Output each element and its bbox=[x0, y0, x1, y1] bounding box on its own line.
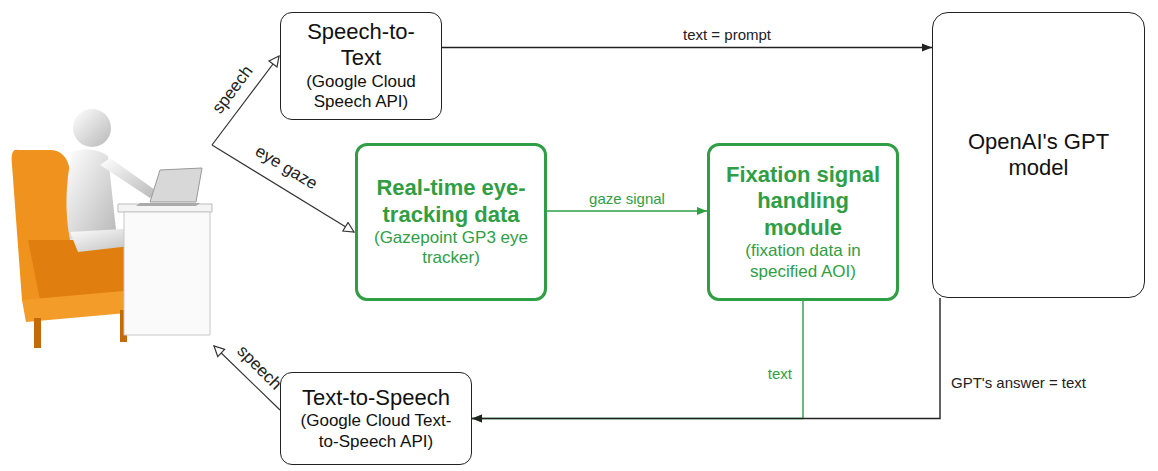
flow-arrow bbox=[547, 210, 707, 211]
node-subtitle: (fixation data in specified AOI) bbox=[720, 241, 886, 282]
edge-label: text bbox=[765, 365, 795, 383]
edge-label: gaze signal bbox=[586, 190, 668, 208]
node-title: Speech-to-Text bbox=[291, 19, 431, 72]
node-title: Real-time eye-tracking data bbox=[368, 175, 534, 228]
node-title: Fixation signal handling module bbox=[720, 162, 886, 241]
process-box: Real-time eye-tracking data(Gazepoint GP… bbox=[355, 143, 547, 301]
node-title: Text-to-Speech bbox=[302, 385, 450, 411]
flow-label: eye gaze bbox=[251, 141, 321, 194]
node-title: OpenAI's GPT model bbox=[943, 129, 1134, 182]
model-box: OpenAI's GPT model bbox=[932, 12, 1145, 298]
flow-label: speech bbox=[232, 341, 285, 394]
node-subtitle: (Gazepoint GP3 eye tracker) bbox=[368, 228, 534, 269]
edge-label: GPT's answer = text bbox=[948, 374, 1089, 392]
process-box: Fixation signal handling module(fixation… bbox=[707, 143, 899, 301]
edge-label: text = prompt bbox=[680, 26, 774, 44]
node-subtitle: (Google Cloud Text-to-Speech API) bbox=[291, 411, 461, 452]
process-box: Text-to-Speech(Google Cloud Text-to-Spee… bbox=[280, 372, 472, 465]
person-at-desk bbox=[12, 109, 212, 348]
node-subtitle: (Google Cloud Speech API) bbox=[291, 72, 431, 113]
flow-arrow bbox=[472, 298, 940, 419]
flow-label: speech bbox=[208, 62, 257, 118]
flow-arrow bbox=[472, 301, 803, 419]
flow-arrow bbox=[442, 47, 932, 48]
process-box: Speech-to-Text(Google Cloud Speech API) bbox=[280, 12, 442, 120]
